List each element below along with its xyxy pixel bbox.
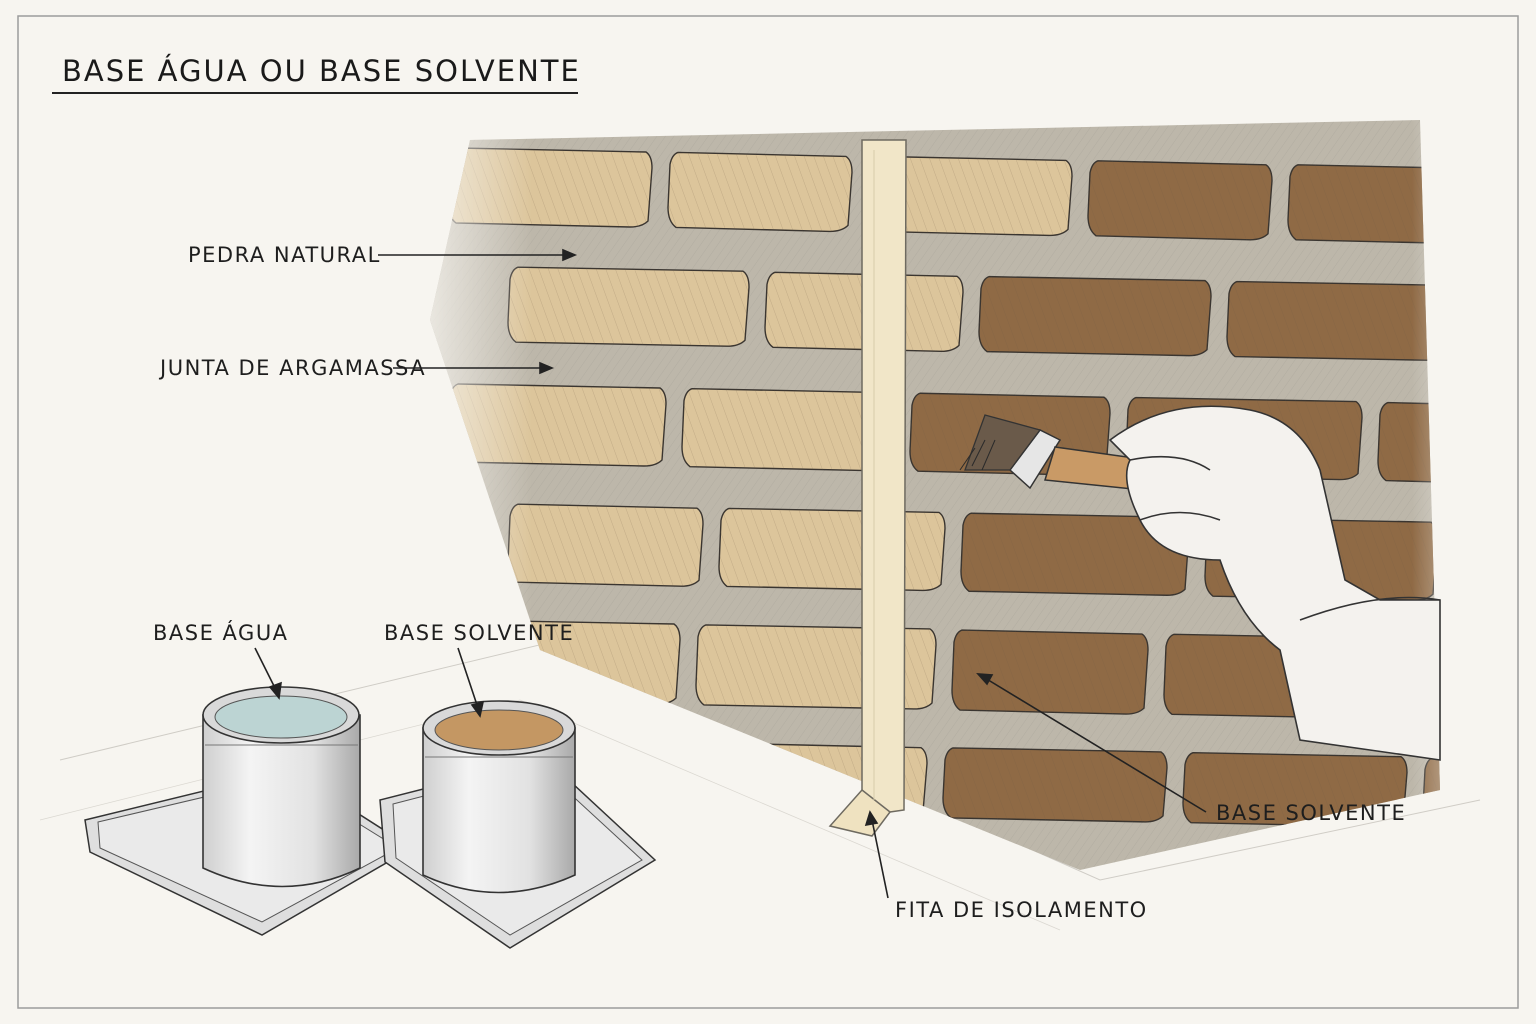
leader-lines [254,248,1207,899]
label-solvent-based-can: BASE SOLVENTE [384,621,575,645]
label-masking-tape: FITA DE ISOLAMENTO [895,898,1148,922]
label-solvent-based-wall: BASE SOLVENTE [1216,801,1407,825]
label-water-based: BASE ÁGUA [153,621,289,645]
treated-stone [1422,756,1440,833]
stone-texture [1423,757,1440,832]
label-natural-stone: PEDRA NATURAL [188,243,381,267]
hand [1108,405,1441,761]
label-mortar-joint: JUNTA DE ARGAMASSA [160,356,427,380]
solvent-based-can-group [379,700,657,949]
water-based-can-group [84,686,414,936]
page-border [17,15,1519,1009]
page-title: BASE ÁGUA OU BASE SOLVENTE [62,54,581,88]
masking-tape [828,139,907,837]
